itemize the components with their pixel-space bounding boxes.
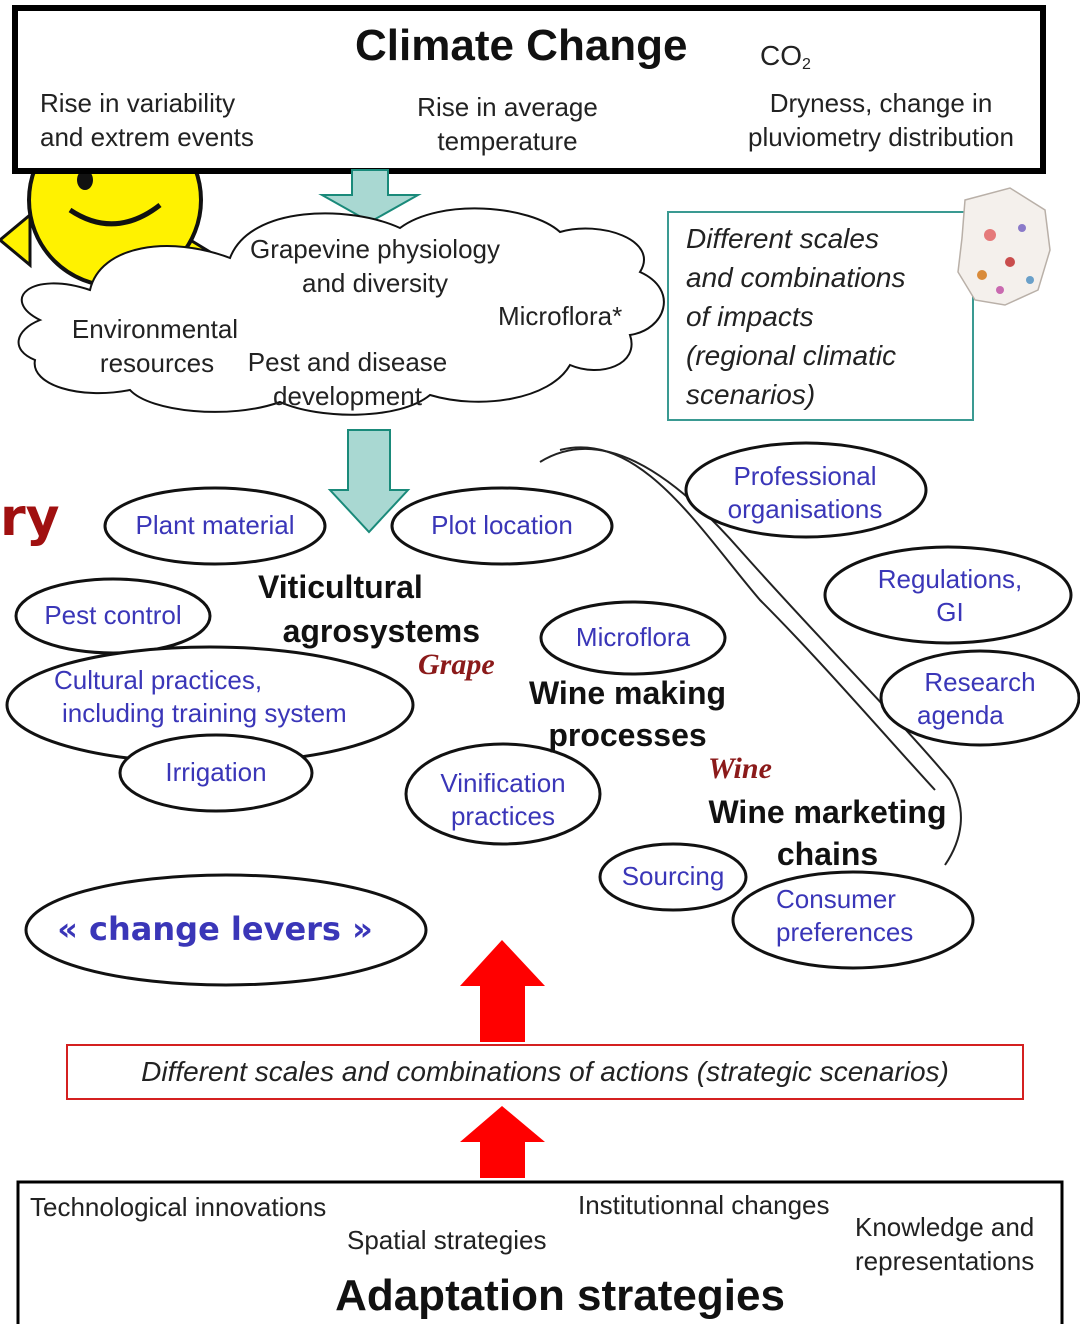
marketing-line-1: Wine marketing (708, 794, 947, 830)
strategy-institutional: Institutionnal changes (578, 1190, 830, 1220)
factor-variability-line-2: and extrem events (40, 122, 254, 152)
factor-dryness-line-1: Dryness, change in (769, 88, 993, 118)
lever-ellipse-microflora (539, 600, 727, 676)
wine-making-line-2: processes (548, 717, 707, 753)
lever-research-line-2: agenda (917, 700, 1004, 730)
viticultural-line-2: agrosystems (282, 613, 480, 649)
up-arrow-red-2 (460, 1106, 545, 1178)
climate-change-box (12, 5, 1046, 174)
lever-ellipse-regulations (823, 545, 1073, 645)
lever-irrigation: Irrigation (165, 757, 267, 787)
factor-variability-line-1: Rise in variability (40, 88, 236, 118)
factor-temperature-line-2: temperature (437, 126, 578, 156)
wine-making-processes: Wine making processes (515, 672, 740, 756)
lever-research-line-1: Research (924, 667, 1036, 697)
co2-subscript: 2 (802, 56, 811, 73)
wine-label: Wine (708, 752, 772, 785)
up-arrow-red-1 (460, 940, 545, 1042)
lever-cultural-line-2: including training system (62, 698, 347, 728)
lever-professional-line-2: organisations (727, 494, 883, 524)
viticultural-line-1: Viticultural (258, 569, 423, 605)
down-arrow-1 (318, 169, 422, 224)
impact-grapevine: Grapevine physiology and diversity (235, 232, 515, 300)
lever-cultural-line-1: Cultural practices, (54, 665, 263, 695)
impact-environmental-line-1: Environmental (71, 314, 239, 344)
factor-dryness-line-2: pluviometry distribution (748, 122, 1014, 152)
strategy-technological: Technological innovations (30, 1192, 327, 1222)
impact-environmental-line-2: resources (99, 348, 215, 378)
lever-vinification: Vinification practices (410, 767, 596, 833)
strategy-spatial: Spatial strategies (347, 1225, 547, 1255)
marketing-bracket-line (539, 447, 962, 866)
lever-regulations-line-1: Regulations, (877, 564, 1023, 594)
lever-cultural-practices: Cultural practices, including training s… (50, 664, 347, 730)
scales-line-3: of impacts (686, 301, 814, 332)
lever-regulations-line-2: GI (936, 597, 964, 627)
actions-box (66, 1044, 1024, 1100)
lever-ellipse-irrigation (118, 733, 314, 813)
impacts-cloud (17, 207, 665, 416)
lever-ellipse-plant-material (103, 486, 327, 566)
lever-consumer-line-1: Consumer (776, 884, 896, 914)
lever-professional: Professional organisations (700, 460, 910, 526)
impact-pest-line-2: development (273, 381, 422, 411)
lever-microflora: Microflora (575, 622, 691, 652)
lever-ellipse-plot-location (390, 486, 614, 566)
change-levers-label: « change levers » (57, 910, 373, 948)
lever-vinification-line-2: practices (450, 801, 556, 831)
factor-temperature-line-1: Rise in average (417, 92, 598, 122)
lever-plant-material: Plant material (135, 510, 295, 540)
scales-line-4: (regional climatic (686, 340, 897, 371)
marketing-bracket-line-2 (559, 446, 936, 791)
lever-ellipse-research (879, 649, 1080, 747)
down-arrow-2 (327, 429, 411, 534)
france-map-icon (957, 187, 1051, 306)
wine-marketing-chains: Wine marketing chains (695, 791, 960, 875)
strategy-knowledge-line-2: representations (855, 1246, 1035, 1276)
lever-professional-line-1: Professional (733, 461, 877, 491)
strategy-knowledge: Knowledge and representations (855, 1210, 1034, 1278)
scales-line-1: Different scales (686, 223, 879, 254)
actions-box-text: Different scales and combinations of act… (141, 1056, 949, 1087)
lever-ellipse-consumer (731, 870, 975, 970)
change-levers-ellipse (24, 873, 428, 987)
cropped-title-fragment: ry (0, 488, 60, 548)
lever-research: Research agenda (885, 666, 1075, 732)
factor-dryness: Dryness, change in pluviometry distribut… (735, 86, 1027, 154)
impact-grapevine-line-2: and diversity (302, 268, 448, 298)
lever-ellipse-vinification (404, 742, 602, 846)
strategy-knowledge-line-1: Knowledge and (855, 1212, 1035, 1242)
lever-pest-control: Pest control (44, 600, 182, 630)
factor-variability: Rise in variability and extrem events (40, 86, 254, 154)
scales-line-2: and combinations (686, 262, 906, 293)
impact-pest-line-1: Pest and disease (247, 347, 448, 377)
lever-ellipse-sourcing (598, 842, 748, 912)
factor-temperature: Rise in average temperature (400, 90, 615, 158)
lever-regulations: Regulations, GI (840, 563, 1060, 629)
impact-grapevine-line-1: Grapevine physiology (249, 234, 501, 264)
climate-change-title: Climate Change (355, 21, 688, 70)
lever-ellipse-professional (684, 441, 928, 539)
co2-text: CO (760, 40, 802, 71)
co2-label: CO2 (760, 38, 811, 83)
impact-pest: Pest and disease development (235, 345, 460, 413)
lever-vinification-line-1: Vinification (440, 768, 566, 798)
impact-microflora: Microflora* (498, 301, 623, 331)
grape-label: Grape (418, 648, 495, 681)
marketing-line-2: chains (776, 836, 879, 872)
lever-consumer-line-2: preferences (776, 917, 914, 947)
scales-of-impacts-text: Different scales and combinations of imp… (686, 219, 905, 414)
lever-sourcing: Sourcing (621, 861, 725, 891)
scales-of-impacts-box (667, 211, 974, 421)
wine-making-line-1: Wine making (528, 675, 727, 711)
viticultural-agrosystems: Viticultural agrosystems (230, 565, 480, 653)
impact-environmental: Environmental resources (60, 312, 250, 380)
scales-line-5: scenarios) (686, 379, 816, 410)
adaptation-strategies-title: Adaptation strategies (335, 1271, 785, 1320)
adaptation-strategies-box (16, 1180, 1064, 1324)
lever-plot-location: Plot location (431, 510, 573, 540)
lever-consumer: Consumer preferences (748, 883, 913, 949)
